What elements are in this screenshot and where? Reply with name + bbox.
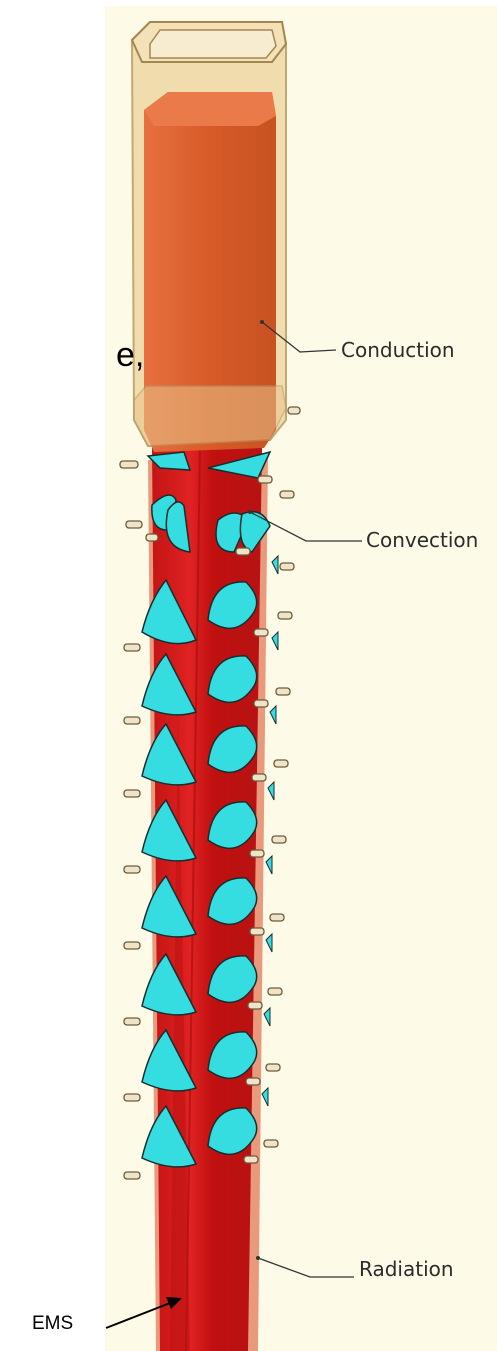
leader-dot-convection	[248, 510, 252, 514]
leader-dot-radiation	[256, 1256, 260, 1260]
label-ems: EMS	[32, 1313, 73, 1335]
label-radiation: Radiation	[359, 1257, 454, 1281]
label-convection: Convection	[366, 528, 478, 552]
mold-core-top	[144, 92, 276, 126]
mold-bottom-band	[134, 386, 286, 446]
cropped-text-fragment: e,	[116, 336, 144, 375]
mold-opening	[150, 30, 276, 58]
label-conduction: Conduction	[341, 338, 455, 362]
leader-dot-conduction	[260, 320, 264, 324]
